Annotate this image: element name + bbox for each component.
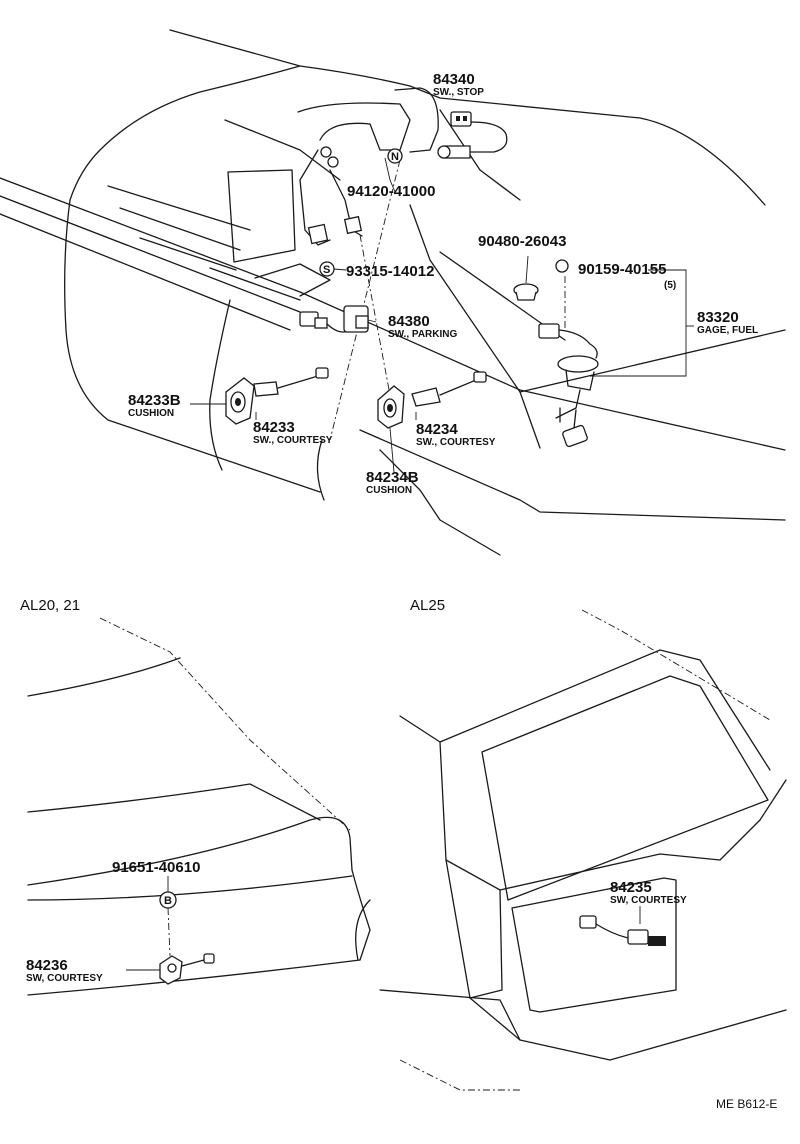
section-label-al20-21: AL20, 21 [20,597,80,614]
part-84235-number: 84235 [610,879,652,896]
part-93315-number: 93315-14012 [346,263,434,280]
marker-N-circle [387,148,403,164]
part-84380-name: SW., PARKING [388,329,457,340]
part-84340-number: 84340 [433,71,475,88]
part-84234-name: SW., COURTESY [416,437,496,448]
fuel-gauge-sender-83320 [538,323,599,448]
part-84234B-name: CUSHION [366,485,412,496]
part-90480-number: 90480-26043 [478,233,566,250]
part-84233B-name: CUSHION [128,408,174,419]
courtesy-switch-84235 [579,906,666,946]
marker-N: N [391,151,399,163]
part-91651-number: 91651-40610 [112,859,200,876]
al20-21-body [27,617,371,996]
part-84235-name: SW, COURTESY [610,895,687,906]
part-84234-number: 84234 [416,421,458,438]
part-84234B-number: 84234B [366,469,419,486]
part-83320-name: GAGE, FUEL [697,325,758,336]
marker-S: S [323,264,330,276]
part-94120-number: 94120-41000 [347,183,435,200]
courtesy-switch-84233 [225,367,329,425]
pedal-assembly [297,102,411,246]
part-84340-name: SW., STOP [433,87,484,98]
courtesy-switch-84236 [159,907,215,985]
part-84233-name: SW., COURTESY [253,435,333,446]
al25-body [379,609,787,1091]
marker-B: B [164,895,172,907]
stop-switch-84340 [437,111,508,159]
part-84236-number: 84236 [26,957,68,974]
fuel-grommet-90480 [513,255,539,301]
part-83320-number: 83320 [697,309,739,326]
part-90159-number: 90159-40155 [578,261,666,278]
section-label-al25: AL25 [410,597,445,614]
screw-90159 [555,259,569,330]
top-car-body [0,29,786,556]
parking-switch-84380 [299,261,377,333]
part-84236-name: SW, COURTESY [26,973,103,984]
part-90159-qty: (5) [664,280,676,291]
figure-code: ME B612-E [716,1097,777,1111]
part-84233-number: 84233 [253,419,295,436]
courtesy-switch-84234 [377,371,487,473]
part-84233B-number: 84233B [128,392,181,409]
part-84380-number: 84380 [388,313,430,330]
